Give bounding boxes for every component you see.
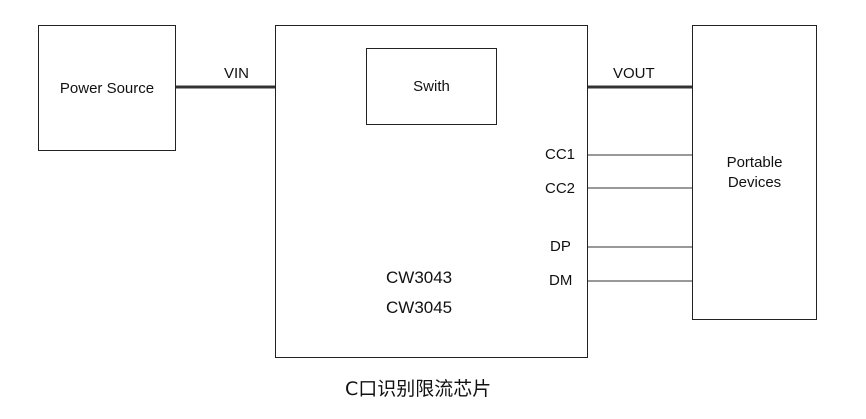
switch-block: Swith bbox=[366, 48, 497, 125]
cc1-label: CC1 bbox=[545, 146, 576, 163]
chip-part-number-1: CW3043 bbox=[386, 268, 453, 287]
vout-label: VOUT bbox=[613, 65, 655, 82]
dm-label: DM bbox=[549, 272, 573, 289]
dp-label: DP bbox=[550, 238, 571, 255]
power-source-block: Power Source bbox=[38, 25, 176, 151]
chip-part-number-2: CW3045 bbox=[386, 298, 453, 317]
portable-devices-label-line2: Devices bbox=[727, 173, 782, 191]
portable-devices-label-line1: Portable bbox=[726, 153, 783, 171]
switch-label: Swith bbox=[413, 78, 450, 95]
power-source-label: Power Source bbox=[59, 79, 155, 97]
portable-devices-block: Portable Devices bbox=[692, 25, 817, 320]
vin-label: VIN bbox=[224, 65, 250, 82]
cc2-label: CC2 bbox=[545, 180, 576, 197]
diagram-caption: C口识别限流芯片 bbox=[345, 378, 492, 400]
